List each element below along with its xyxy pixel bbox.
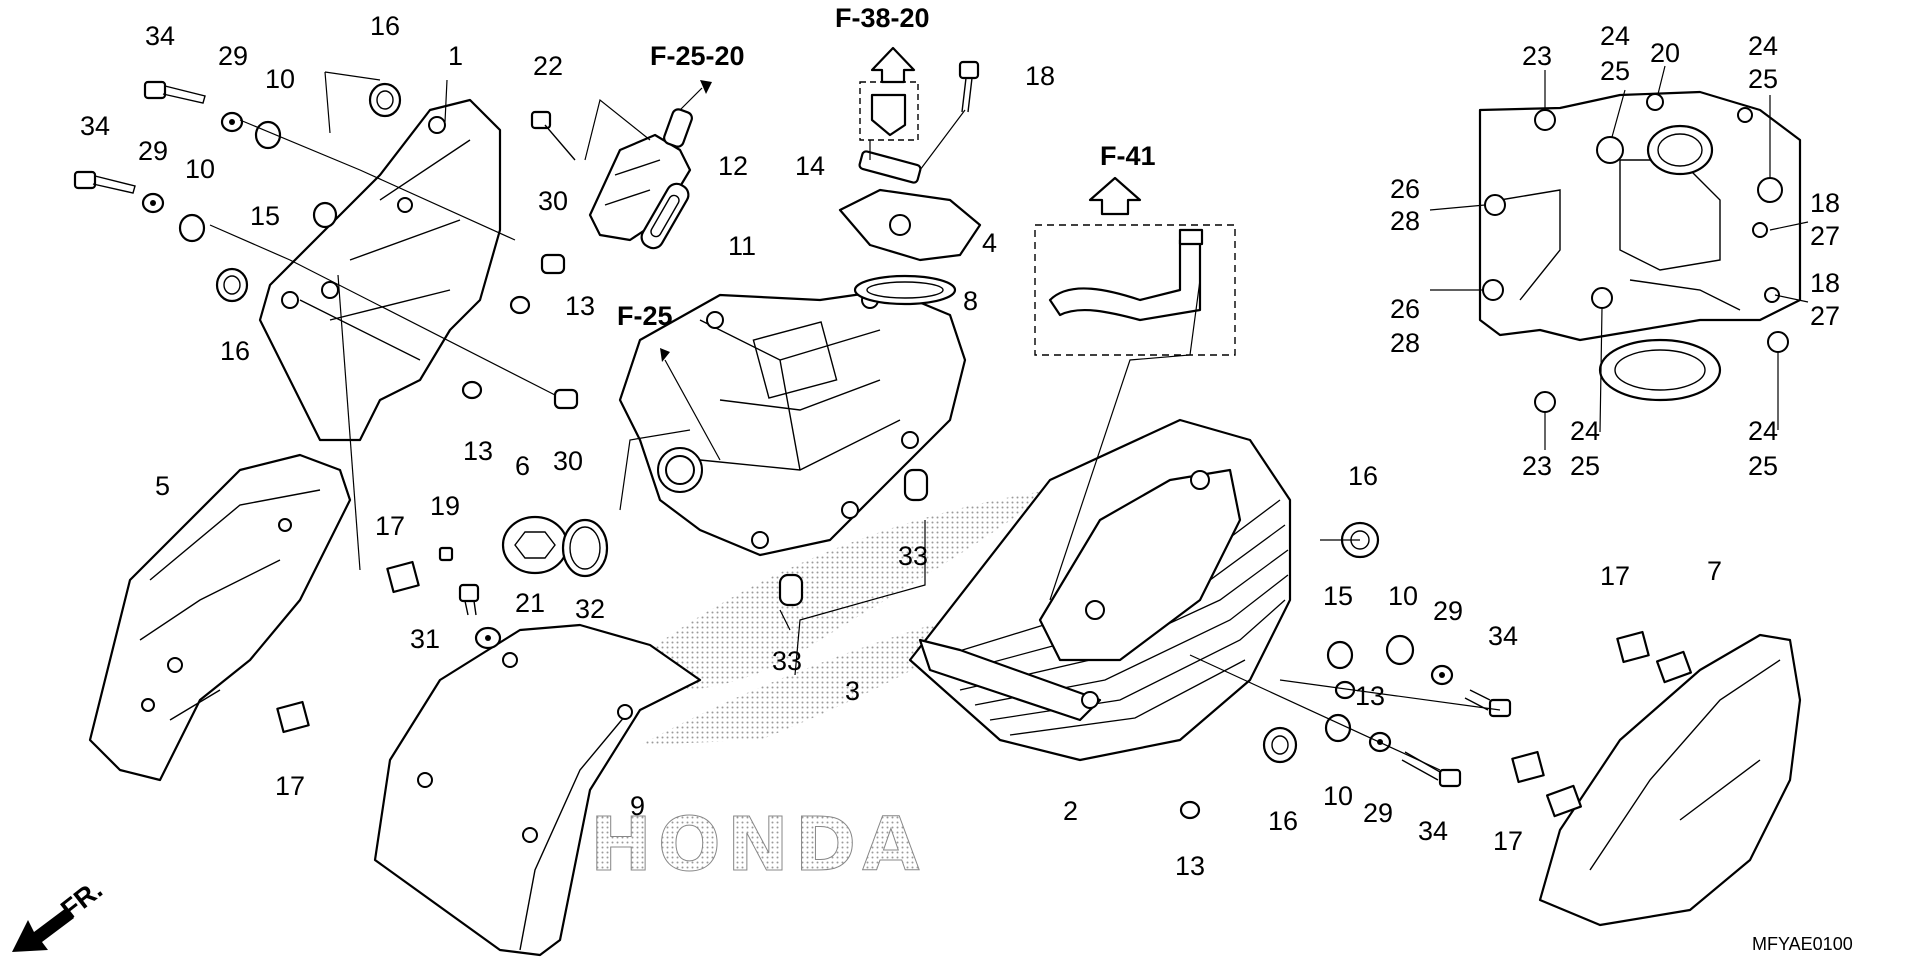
- callout: 18: [1810, 268, 1840, 298]
- part-2-cylinder: [908, 418, 1292, 762]
- callout: 18: [1810, 188, 1840, 218]
- callout: 33: [772, 646, 802, 676]
- callout: 20: [1650, 38, 1680, 68]
- callout: 29: [1433, 596, 1463, 626]
- callout: 25: [1748, 64, 1778, 94]
- part-1-bracket: [258, 98, 502, 442]
- callout: 12: [718, 151, 748, 181]
- callout: 29: [138, 136, 168, 166]
- callout: 6: [515, 451, 530, 481]
- part-11-gasket: [640, 182, 690, 250]
- gasket-leaders: [1429, 65, 1809, 450]
- callout: 10: [265, 64, 295, 94]
- callout-numbers: 34 29 10 16 1 22 12 14 18 4 8 34 29 10 1…: [80, 11, 1840, 881]
- callout: 15: [1323, 581, 1353, 611]
- callout: 28: [1390, 206, 1420, 236]
- callout: 24: [1570, 416, 1600, 446]
- callout: 11: [728, 231, 756, 261]
- callout: 1: [448, 41, 463, 71]
- ref-f25-20: F-25-20: [650, 41, 745, 71]
- ref-f38-20: F-38-20: [835, 3, 930, 33]
- callout: 2: [1063, 796, 1078, 826]
- part-32-o-ring: [561, 518, 609, 578]
- part-12-breather: [588, 108, 693, 242]
- honda-watermark: HONDA: [590, 490, 1050, 889]
- callout: 16: [370, 11, 400, 41]
- callout: 24: [1748, 416, 1778, 446]
- callout: 19: [430, 491, 460, 521]
- callout: 34: [145, 21, 175, 51]
- callout: 24: [1748, 31, 1778, 61]
- callout: 27: [1810, 301, 1840, 331]
- callout: 16: [220, 336, 250, 366]
- callout: 13: [565, 291, 595, 321]
- callout: 23: [1522, 451, 1552, 481]
- f38-20-component: [859, 81, 919, 141]
- callout: 17: [1600, 561, 1630, 591]
- callout: 3: [845, 676, 860, 706]
- callout: 10: [185, 154, 215, 184]
- callout: 13: [1175, 851, 1205, 881]
- part-5-left-cover: [88, 453, 352, 782]
- callout: 9: [630, 791, 645, 821]
- hardware-group: [73, 60, 1650, 820]
- part-14-sensor: [858, 150, 922, 184]
- callout: 25: [1600, 56, 1630, 86]
- callout: 21: [515, 588, 545, 618]
- callout: 13: [463, 436, 493, 466]
- callout: 16: [1348, 461, 1378, 491]
- callout: 17: [1493, 826, 1523, 856]
- callout: 31: [410, 624, 440, 654]
- callout: 28: [1390, 328, 1420, 358]
- callout: 8: [963, 286, 978, 316]
- callout: 25: [1570, 451, 1600, 481]
- callout: 14: [795, 151, 825, 181]
- callout: 4: [982, 228, 997, 258]
- callout: 29: [1363, 798, 1393, 828]
- callout: 29: [218, 41, 248, 71]
- ref-f41: F-41: [1100, 141, 1156, 171]
- watermark-text: HONDA: [590, 802, 925, 888]
- callout: 30: [553, 446, 583, 476]
- callout: 22: [533, 51, 563, 81]
- callout: 25: [1748, 451, 1778, 481]
- callout: 34: [1418, 816, 1448, 846]
- callout: 10: [1323, 781, 1353, 811]
- callout: 18: [1025, 61, 1055, 91]
- callout: 34: [1488, 621, 1518, 651]
- callout: 26: [1390, 174, 1420, 204]
- callout: 7: [1707, 556, 1722, 586]
- callout: 27: [1810, 221, 1840, 251]
- ref-f25: F-25: [617, 301, 673, 331]
- part-4-housing: [838, 188, 982, 262]
- part-8-gasket: [853, 274, 957, 306]
- callout: 5: [155, 471, 170, 501]
- leader-lines: [12, 46, 1501, 952]
- part-9-front-cover: [373, 623, 702, 957]
- reference-labels: F-38-20 F-25-20 F-25 F-41: [617, 3, 1156, 331]
- callout: 24: [1600, 21, 1630, 51]
- callout: 15: [250, 201, 280, 231]
- callout: 33: [898, 541, 928, 571]
- callout: 17: [375, 511, 405, 541]
- callout: 13: [1355, 681, 1385, 711]
- part-6-filler-cap: [501, 515, 569, 575]
- callout: 17: [275, 771, 305, 801]
- callout: 34: [80, 111, 110, 141]
- callout: 26: [1390, 294, 1420, 324]
- callout: 32: [575, 594, 605, 624]
- cylinder-head-gasket: [1478, 90, 1802, 413]
- callout: 23: [1522, 41, 1552, 71]
- diagram-code: MFYAE0100: [1752, 934, 1853, 954]
- callout: 16: [1268, 806, 1298, 836]
- f41-water-pipe: [1034, 224, 1236, 356]
- callout: 10: [1388, 581, 1418, 611]
- callout: 30: [538, 186, 568, 216]
- part-7-right-cover: [1538, 633, 1802, 927]
